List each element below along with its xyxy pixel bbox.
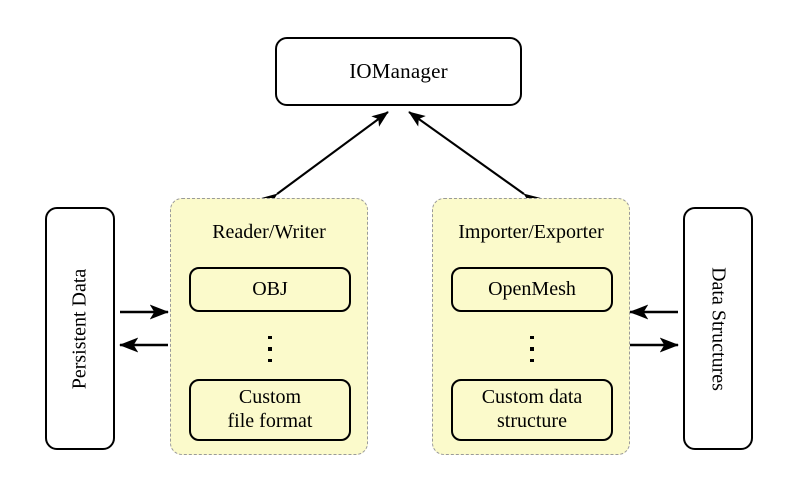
- iomanager-label: IOManager: [349, 59, 448, 83]
- ellipsis-reader-writer: [268, 336, 272, 362]
- node-obj[interactable]: OBJ: [189, 267, 351, 312]
- node-openmesh-label: OpenMesh: [488, 277, 576, 300]
- node-custom-data-structure-line1: Custom data: [481, 386, 583, 409]
- node-custom-data-structure[interactable]: Custom data structure: [451, 379, 613, 441]
- ellipsis-importer-exporter: [530, 336, 534, 362]
- arrow-manager-importer-exporter: [408, 111, 541, 209]
- node-custom-data-structure-line2: structure: [497, 410, 567, 432]
- node-custom-file-format[interactable]: Custom file format: [189, 379, 351, 441]
- node-persistent-data-label: Persistent Data: [68, 268, 91, 389]
- node-persistent-data[interactable]: Persistent Data: [45, 207, 115, 450]
- node-custom-file-format-line2: file format: [227, 410, 313, 432]
- node-custom-file-format-line1: Custom: [238, 386, 302, 409]
- group-importer-exporter[interactable]: Importer/Exporter OpenMesh Custom data s…: [432, 198, 630, 455]
- node-data-structures-label: Data Structures: [707, 266, 730, 391]
- node-iomanager[interactable]: IOManager: [275, 37, 522, 106]
- group-reader-writer[interactable]: Reader/Writer OBJ Custom file format: [170, 198, 368, 455]
- group-importer-exporter-title: Importer/Exporter: [458, 221, 604, 243]
- node-data-structures[interactable]: Data Structures: [683, 207, 753, 450]
- group-reader-writer-title: Reader/Writer: [212, 221, 326, 243]
- node-openmesh[interactable]: OpenMesh: [451, 267, 613, 312]
- node-obj-label: OBJ: [252, 277, 288, 300]
- arrow-manager-reader-writer: [260, 111, 389, 209]
